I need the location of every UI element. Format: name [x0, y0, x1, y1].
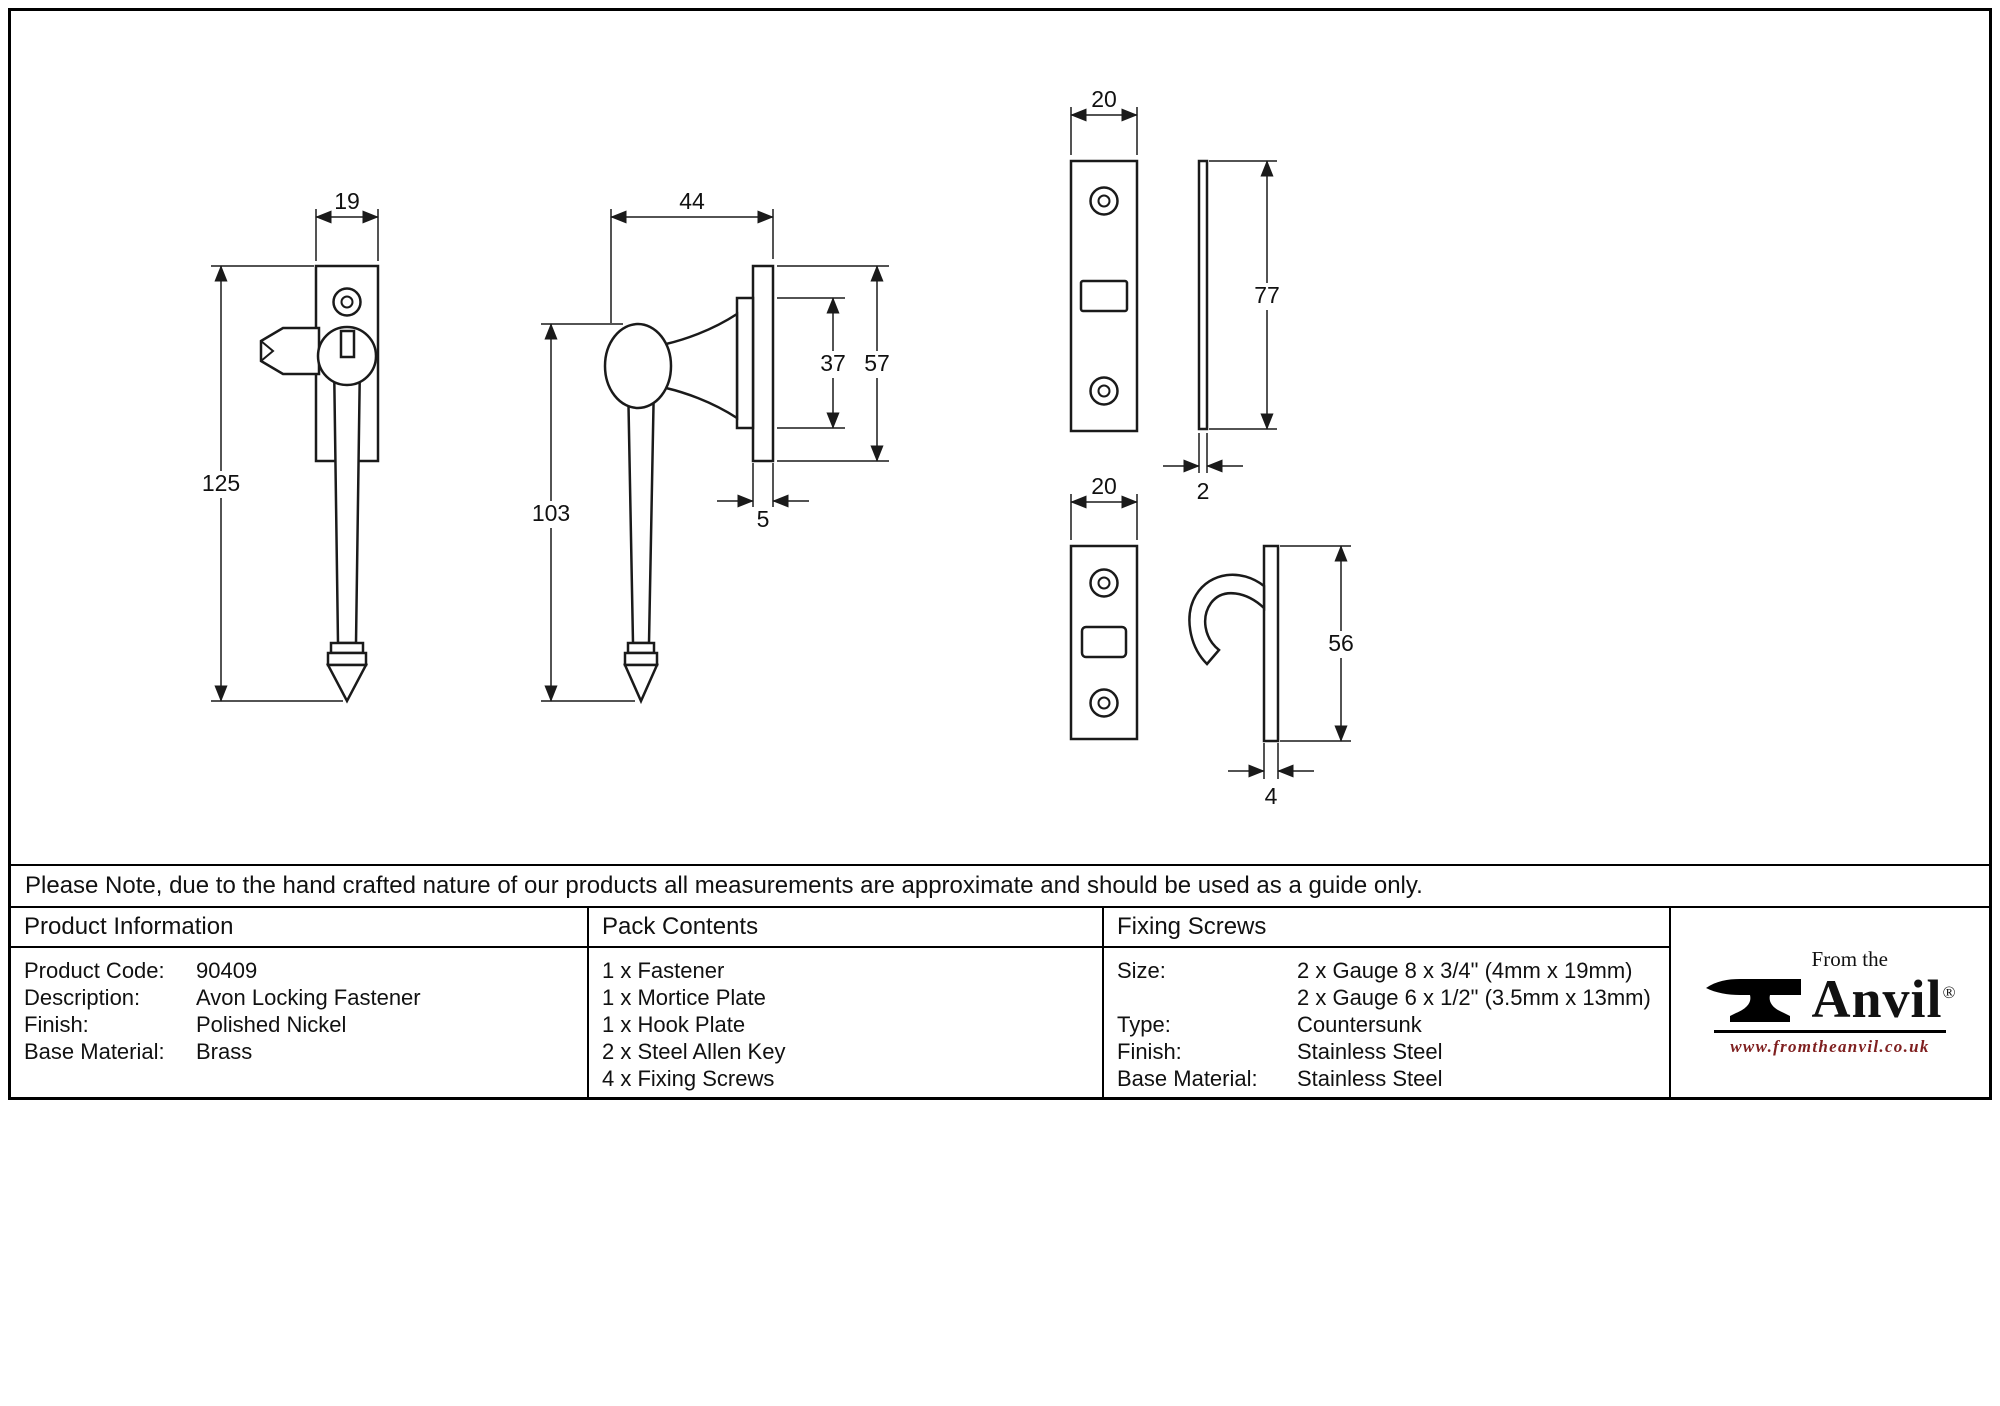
brand-logo: From the Anvil® www.fromtheanvil.co.uk [1704, 946, 1957, 1057]
spec-label: Finish: [24, 1012, 89, 1037]
spec-value: Countersunk [1297, 1012, 1422, 1037]
spec-label: Type: [1117, 1012, 1171, 1037]
measurements-note-text: Please Note, due to the hand crafted nat… [25, 872, 1423, 899]
dim-label-backplate-thickness: 5 [757, 506, 770, 532]
pack-item: 2 x Steel Allen Key [602, 1039, 786, 1064]
fixing-screws-header: Fixing Screws [1104, 908, 1669, 948]
spec-value: 2 x Gauge 6 x 1/2" (3.5mm x 13mm) [1297, 985, 1651, 1010]
dimension-backplate-height: 57 [777, 265, 897, 462]
dim-label-hook-plate-height: 56 [1328, 630, 1354, 656]
logo-url: www.fromtheanvil.co.uk [1730, 1036, 1930, 1056]
pack-contents-header: Pack Contents [589, 908, 1102, 948]
pack-item: 1 x Fastener [602, 958, 725, 983]
brand-section: From the Anvil® www.fromtheanvil.co.uk [1671, 908, 1989, 1097]
spec-value: Stainless Steel [1297, 1039, 1443, 1064]
logo-tagline: From the [1811, 946, 1888, 971]
dimension-mortice-width: 20 [1070, 86, 1138, 155]
dimension-hook-plate-height: 56 [1280, 545, 1363, 742]
dimension-mortice-thickness: 2 [1163, 433, 1243, 504]
spec-label: Description: [24, 985, 141, 1010]
anvil-icon [1705, 978, 1801, 1022]
dim-label-mortice-thickness: 2 [1197, 478, 1210, 504]
spec-sheet-frame: 19 125 44 [8, 8, 1992, 1100]
dimension-fastener-side-height: 103 [523, 323, 635, 702]
mortice-plate-side-view [1197, 159, 1209, 431]
spec-label: Base Material: [24, 1039, 165, 1064]
logo-rule [1714, 1029, 1946, 1033]
pack-item: 1 x Hook Plate [602, 1012, 746, 1037]
spec-row-base-material: Base Material: Brass [11, 1038, 587, 1065]
dimension-hook-plate-thickness: 4 [1228, 743, 1314, 809]
spec-row-size-2: 2 x Gauge 6 x 1/2" (3.5mm x 13mm) [1104, 984, 1669, 1011]
registered-mark: ® [1942, 982, 1957, 1002]
spec-row-description: Description: Avon Locking Fastener [11, 984, 587, 1011]
dim-label-fastener-width: 19 [334, 188, 360, 214]
fastener-side-view [603, 264, 775, 705]
dim-label-hook-plate-thickness: 4 [1265, 783, 1278, 809]
dimension-fastener-side-depth: 44 [610, 188, 774, 323]
spec-label: Size: [1117, 958, 1166, 983]
technical-drawings: 19 125 44 [195, 86, 1363, 809]
dimension-hook-plate-width: 20 [1070, 473, 1138, 540]
dim-label-handle-height: 103 [532, 500, 570, 526]
spec-table: Product Information Product Code: 90409 … [11, 908, 1989, 1097]
dim-label-backplate-height: 57 [864, 350, 890, 376]
spec-row-screw-finish: Finish: Stainless Steel [1104, 1038, 1669, 1065]
spec-value: 2 x Gauge 8 x 3/4" (4mm x 19mm) [1297, 958, 1633, 983]
pack-item: 4 x Fixing Screws [602, 1066, 775, 1091]
spec-value: Brass [196, 1039, 253, 1064]
pack-item: 1 x Mortice Plate [602, 985, 766, 1010]
dimension-fastener-front-height: 125 [195, 265, 343, 702]
dimension-rosette-diameter: 37 [777, 297, 853, 429]
spec-value: 90409 [196, 958, 258, 983]
dim-label-handle-depth: 44 [679, 188, 705, 214]
spec-row-type: Type: Countersunk [1104, 1011, 1669, 1038]
logo-name: Anvil [1811, 968, 1943, 1029]
product-information-header: Product Information [11, 908, 587, 948]
product-information-section: Product Information Product Code: 90409 … [11, 908, 589, 1097]
spec-label: Finish: [1117, 1039, 1182, 1064]
measurements-note: Please Note, due to the hand crafted nat… [11, 864, 1989, 908]
fixing-screws-section: Fixing Screws Size: 2 x Gauge 8 x 3/4" (… [1104, 908, 1671, 1097]
dim-label-mortice-height: 77 [1254, 282, 1280, 308]
pack-contents-section: Pack Contents 1 x Fastener 1 x Mortice P… [589, 908, 1104, 1097]
dim-label-fastener-height: 125 [202, 470, 240, 496]
dimension-backplate-thickness: 5 [717, 463, 809, 532]
fastener-front-view [259, 264, 380, 704]
spec-label: Base Material: [1117, 1066, 1258, 1091]
dimension-fastener-front-width: 19 [315, 188, 379, 261]
spec-label: Product Code: [24, 958, 165, 983]
hook-plate-side-view [1188, 544, 1280, 743]
spec-row-product-code: Product Code: 90409 [11, 957, 587, 984]
spec-row-finish: Finish: Polished Nickel [11, 1011, 587, 1038]
spec-row-screw-base-material: Base Material: Stainless Steel [1104, 1065, 1669, 1092]
spec-value: Polished Nickel [196, 1012, 347, 1037]
dim-label-rosette-diameter: 37 [820, 350, 846, 376]
spec-value: Avon Locking Fastener [196, 985, 421, 1010]
mortice-plate-front-view [1069, 159, 1139, 433]
dim-label-mortice-width: 20 [1091, 86, 1117, 112]
dimension-mortice-height: 77 [1209, 160, 1289, 430]
dim-label-hook-plate-width: 20 [1091, 473, 1117, 499]
spec-row-size: Size: 2 x Gauge 8 x 3/4" (4mm x 19mm) [1104, 957, 1669, 984]
hook-plate-front-view [1069, 544, 1139, 741]
spec-label [1117, 984, 1297, 1011]
spec-value: Stainless Steel [1297, 1066, 1443, 1091]
